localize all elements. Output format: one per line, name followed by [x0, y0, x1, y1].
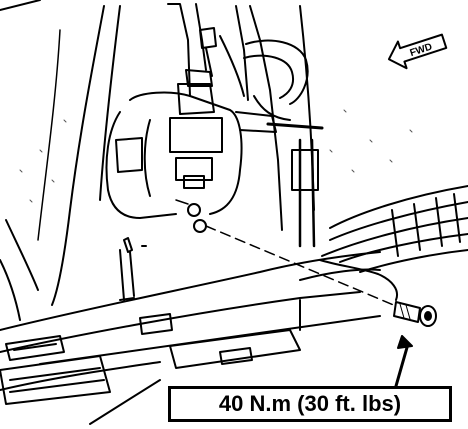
alignment-line [205, 225, 397, 307]
forward-arrow-icon: FWD [387, 33, 448, 70]
grooved-panel [321, 185, 468, 273]
stipple-texture [19, 109, 413, 203]
floor-rail [0, 251, 398, 425]
lower-grooves [0, 313, 173, 405]
torque-callout: 40 N.m (30 ft. lbs) [168, 386, 452, 422]
mounting-stud [119, 237, 147, 301]
bolt [393, 301, 437, 327]
tube [243, 39, 319, 248]
torque-value: 40 N.m (30 ft. lbs) [218, 391, 402, 416]
sensor-module [105, 27, 324, 233]
body-panel [0, 0, 121, 321]
callout-arrow-icon [394, 335, 413, 388]
